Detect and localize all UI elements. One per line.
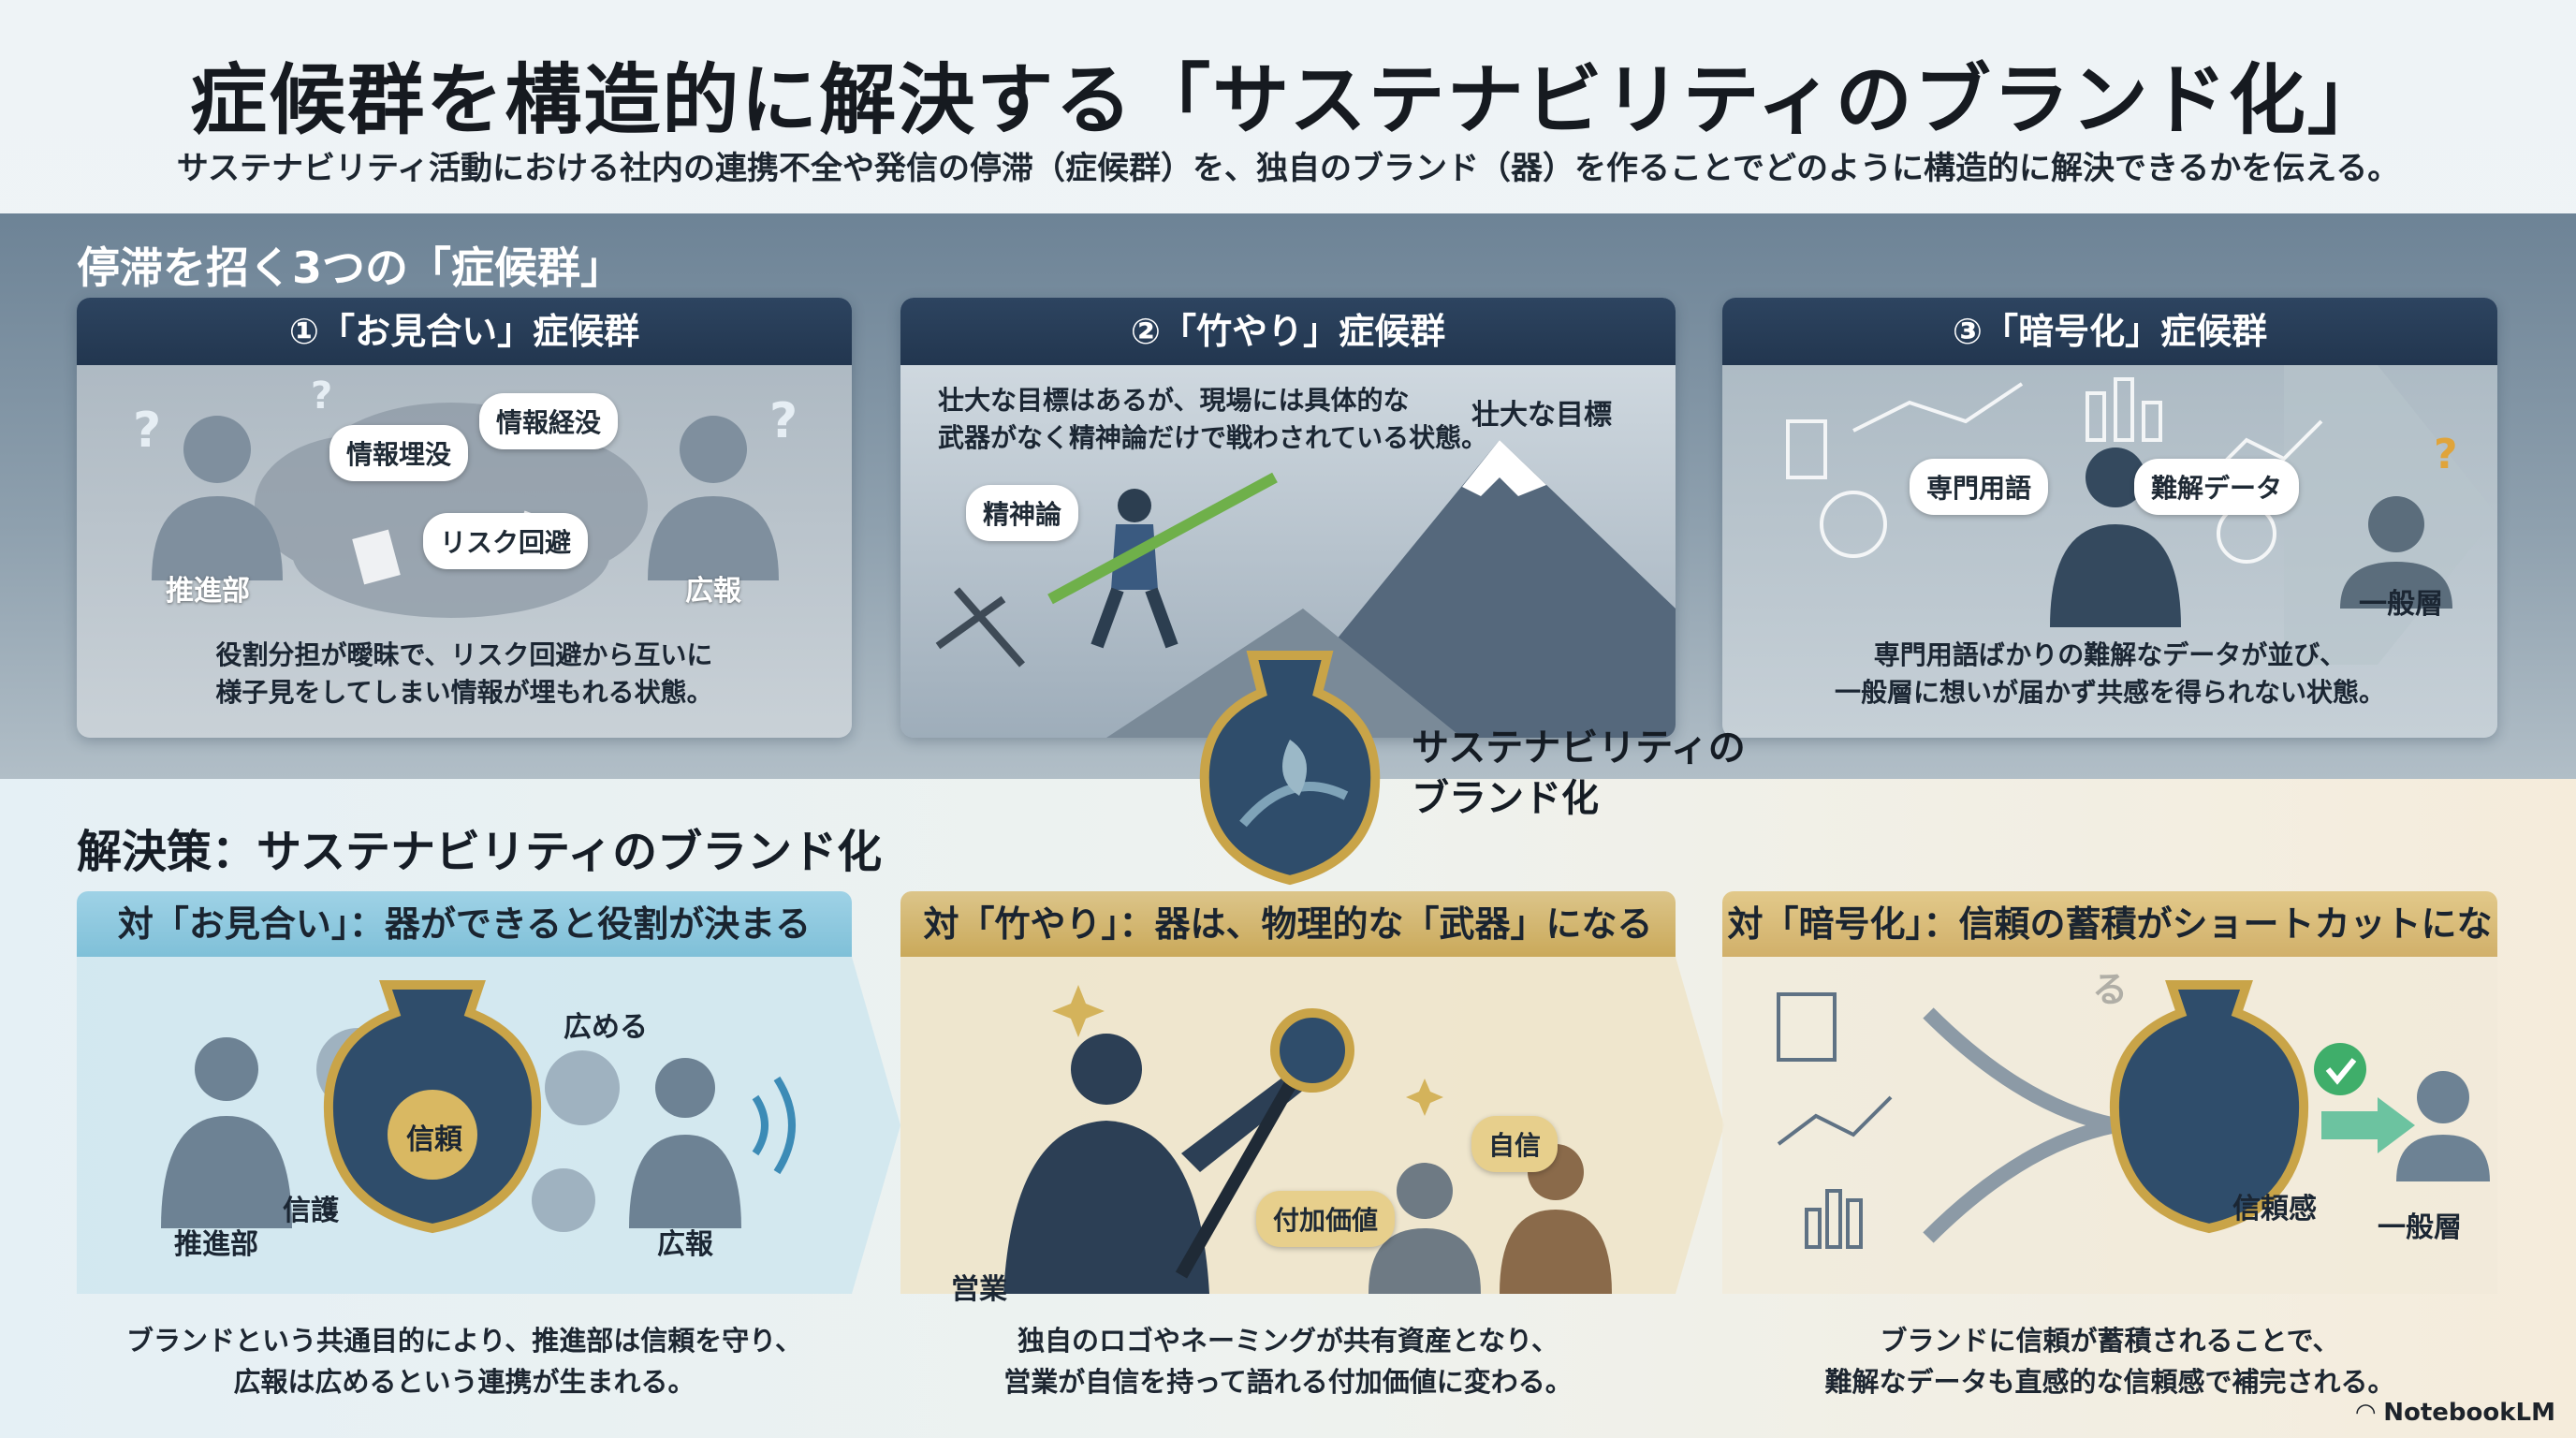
- label-pr: 広報: [657, 1228, 713, 1261]
- symptom-card-omiai: ①「お見合い」症候群: [77, 298, 852, 738]
- symptom-heading: 停滞を招く3つの「症候群」: [77, 242, 624, 293]
- presenter-icon: [2050, 448, 2181, 627]
- check-icon: [2314, 1043, 2366, 1095]
- bubble-difficult-data: 難解データ: [2134, 459, 2300, 515]
- brand-vase-icon: [2109, 980, 2309, 1234]
- label-general-public: 一般層: [2378, 1211, 2462, 1244]
- bubble-info-buried: 情報埋没: [329, 425, 469, 481]
- bubble-jargon: 専門用語: [1910, 459, 2049, 515]
- person-icon: [629, 1058, 741, 1228]
- bubble-added-value: 付加価値: [1256, 1191, 1396, 1247]
- sustainability-vase-icon: [1199, 651, 1381, 886]
- card-description: 専門用語ばかりの難解なデータが並び、 一般層に想いが届かず共感を得られない状態。: [1834, 639, 2385, 708]
- label-protect: 信護: [283, 1195, 339, 1227]
- question-mark-icon: ?: [769, 393, 798, 449]
- solution-title-angouka: 対「暗号化」：信頼の蓄積がショートカットになる: [1722, 891, 2497, 1010]
- notebooklm-logo: ◠ NotebookLM: [2356, 1399, 2555, 1427]
- question-mark-icon: ?: [311, 374, 333, 418]
- person-with-bamboo-icon: [1047, 472, 1278, 649]
- label-general-public: 一般層: [2359, 588, 2443, 621]
- card-title: ①「お見合い」症候群: [77, 298, 852, 365]
- label-pr: 広報: [685, 575, 741, 608]
- person-icon: [161, 1037, 292, 1228]
- card-title: ③「暗号化」症候群: [1722, 298, 2497, 365]
- data-chart-icon: [1777, 992, 1893, 1249]
- card-description: 役割分担が曖昧で、リスク回避から互いに 様子見をしてしまい情報が埋もれる状態。: [215, 639, 713, 708]
- bubble-spiritualism: 精神論: [966, 485, 1079, 541]
- solution-title-takeyari: 対「竹やり」：器は、物理的な「武器」になる: [900, 891, 1676, 957]
- arrow-right-icon: [2378, 1097, 2415, 1153]
- label-promotion-dept: 推進部: [166, 575, 250, 608]
- person-icon: [152, 416, 283, 580]
- solution-panel-omiai: 信頼 広める 信護 推進部 広報: [77, 957, 900, 1294]
- solution-panel-takeyari: 自信 付加価値 営業: [900, 957, 1724, 1306]
- tools-icon: [935, 587, 1026, 668]
- data-illustration: [1786, 365, 2497, 665]
- label-spread: 広める: [564, 1011, 648, 1044]
- sparkle-icon: [1052, 985, 1443, 1116]
- symptom-card-angouka: ③「暗号化」症候群 専門用語 難解データ: [1722, 298, 2497, 738]
- solution-desc-angouka: ブランドに信頼が蓄積されることで、 難解なデータも直感的な信頼感で補完される。: [1824, 1325, 2395, 1398]
- center-label: サステナビリティの ブランド化: [1412, 726, 1746, 820]
- card-title: ②「竹やり」症候群: [900, 298, 1676, 365]
- card-illustration: 専門用語 難解データ ? 一般層 専門用語ばかりの難解なデータが並び、 一般層に…: [1722, 365, 2497, 738]
- label-sales: 営業: [951, 1273, 1007, 1306]
- person-icon: [1368, 1163, 1481, 1294]
- signal-icon: [752, 1076, 796, 1175]
- brand-staff-icon: [1175, 1075, 1300, 1279]
- takeyari-text: 壮大な目標はあるが、現場には具体的な 武器がなく精神論だけで戦わされている状態。: [938, 385, 1488, 453]
- bubble-risk-avoid: リスク回避: [423, 513, 589, 569]
- person-icon: [2396, 1071, 2490, 1181]
- solution-title-omiai: 対「お見合い」：器ができると役割が決まる: [77, 891, 852, 957]
- label-promotion-dept: 推進部: [174, 1228, 258, 1261]
- solution-panel-angouka: 信頼感 一般層: [1722, 957, 2497, 1294]
- question-mark-icon: ?: [133, 403, 162, 459]
- label-grand-goal: 壮大な目標: [1471, 399, 1612, 432]
- question-mark-icon: ?: [2434, 431, 2458, 478]
- solution-desc-omiai: ブランドという共通目的により、推進部は信頼を守り、 広報は広めるという連携が生ま…: [125, 1325, 803, 1398]
- solution-desc-takeyari: 独自のロゴやネーミングが共有資産となり、 営業が自信を持って語れる付加価値に変わ…: [1003, 1325, 1573, 1398]
- vase-label-trust: 信頼: [406, 1123, 462, 1156]
- bubble-info-lost: 情報経没: [479, 393, 619, 449]
- gear-emblem-icon: [1270, 1008, 1354, 1093]
- main-title: 症候群を構造的に解決する「サステナビリティのブランド化」: [190, 56, 2386, 145]
- card-illustration: 壮大な目標はあるが、現場には具体的な 武器がなく精神論だけで戦わされている状態。…: [900, 365, 1676, 738]
- person-icon: [648, 416, 779, 580]
- solution-heading: 解決策：サステナビリティのブランド化: [77, 826, 883, 878]
- label-trust-feeling: 信頼感: [2232, 1193, 2317, 1225]
- person-icon: [2340, 496, 2452, 609]
- notebooklm-icon: ◠: [2356, 1399, 2384, 1427]
- card-illustration: ? ? ? 情報埋没 情報経没 リスク回避 推進部 広報 役割分担が曖昧で、リス…: [77, 365, 852, 738]
- subtitle: サステナビリティ活動における社内の連携不全や発信の停滞（症候群）を、独自のブラン…: [176, 150, 2400, 187]
- bubble-confidence: 自信: [1471, 1116, 1559, 1172]
